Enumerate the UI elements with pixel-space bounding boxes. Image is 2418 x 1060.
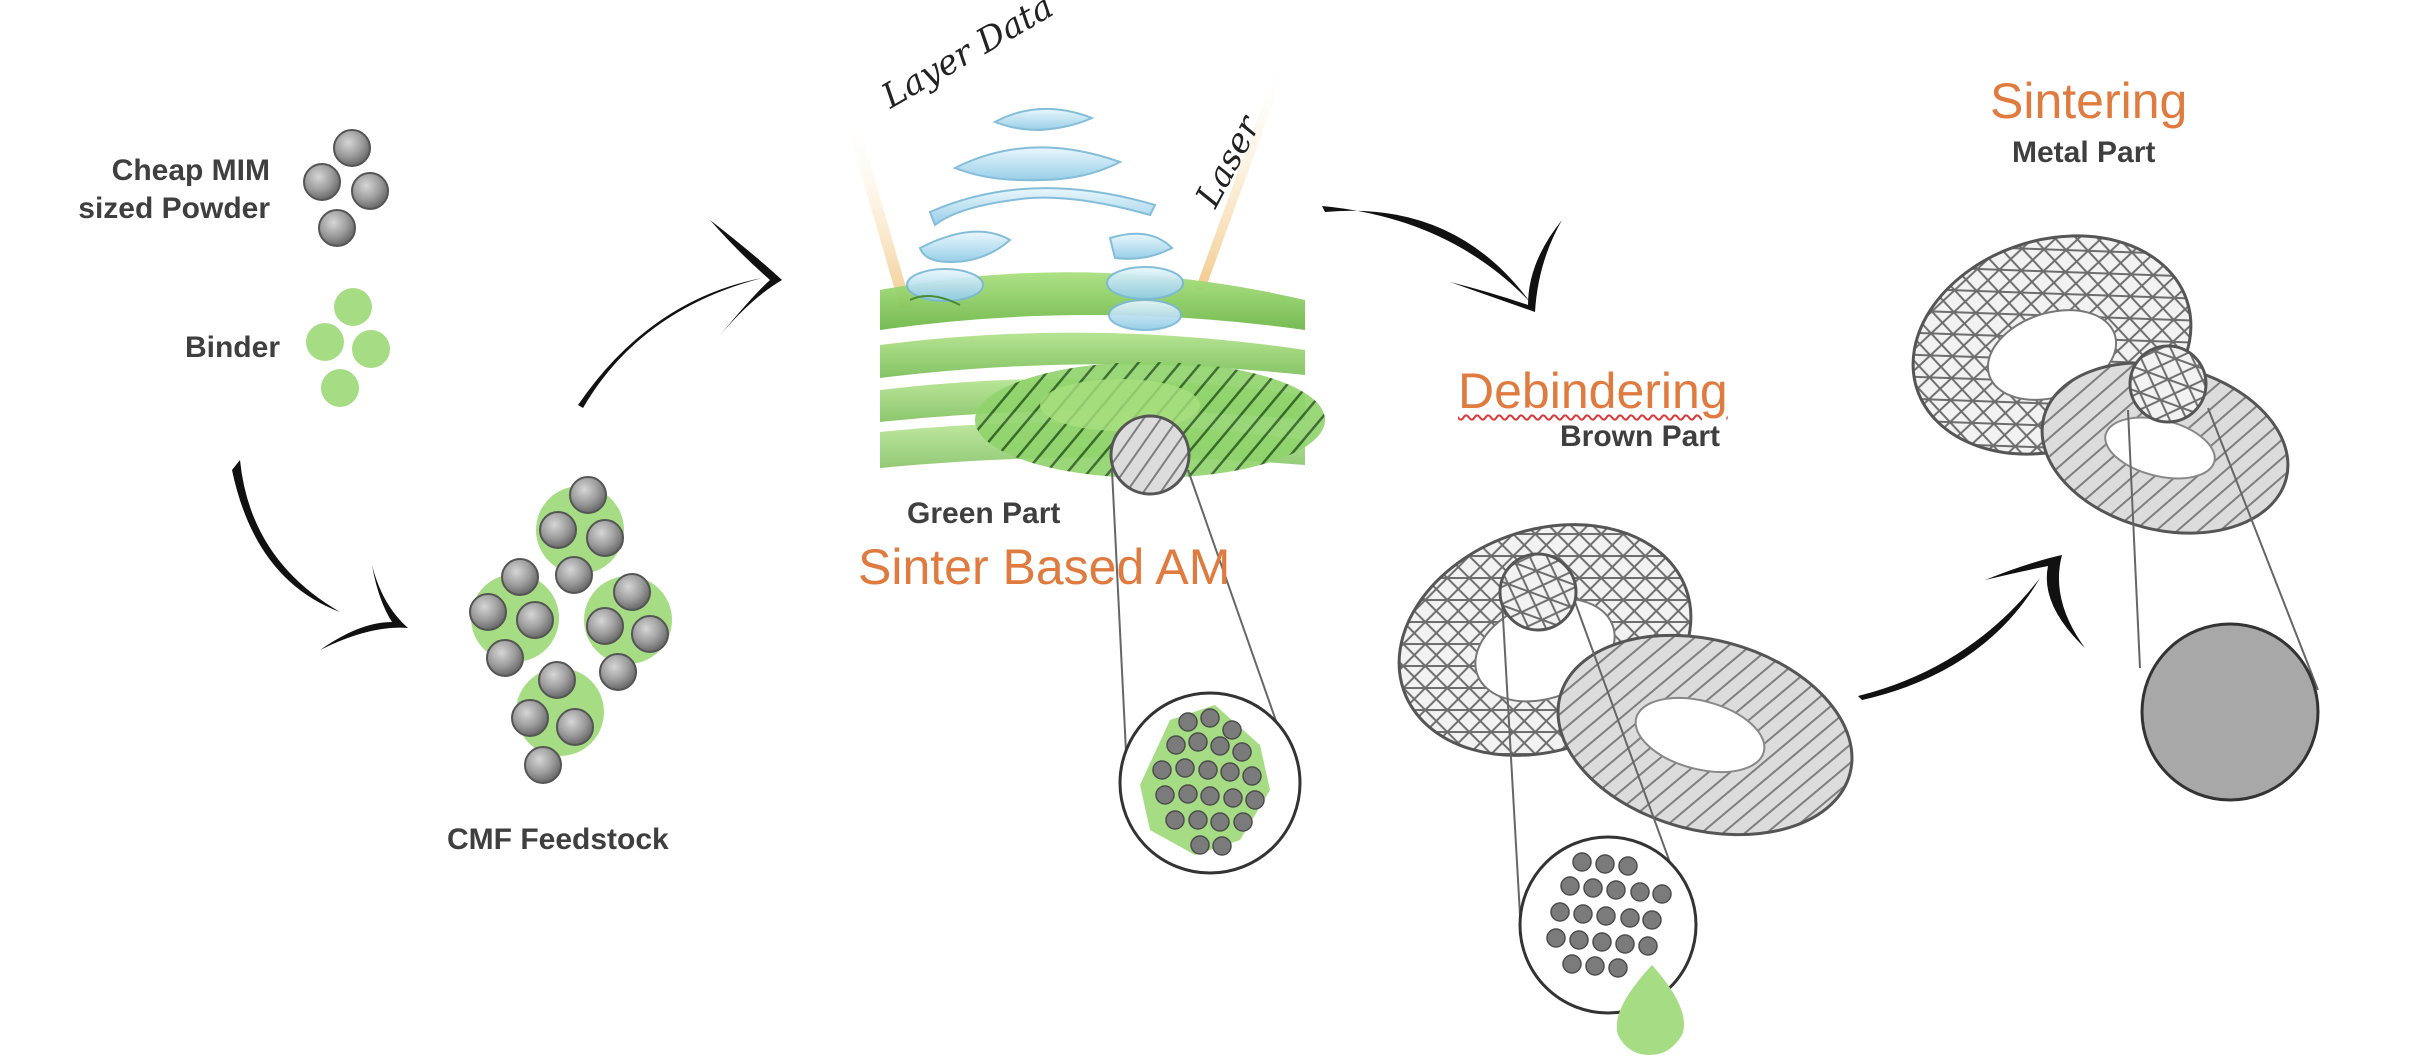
brown-part-label: Brown Part bbox=[1560, 420, 1721, 453]
binder-droplet-icon bbox=[1616, 965, 1684, 1055]
binder-particles-icon bbox=[306, 288, 390, 407]
green-part-label: Green Part bbox=[907, 497, 1061, 530]
debindering-title: Debindering bbox=[1458, 362, 1728, 420]
metal-part-label: Metal Part bbox=[2012, 136, 2156, 169]
magnifier-detail-icon bbox=[2127, 344, 2320, 802]
torus-part-icon bbox=[1397, 523, 1854, 837]
powder-particles-icon bbox=[303, 129, 389, 247]
magnifier-detail-icon bbox=[1109, 414, 1302, 875]
laser-beam-icon bbox=[848, 70, 1285, 308]
feedstock-granules-icon bbox=[469, 476, 672, 784]
layer-stack-icon bbox=[880, 107, 1325, 478]
sintering-title: Sintering bbox=[1990, 73, 2188, 129]
torus-part-icon bbox=[1911, 234, 2290, 535]
debindering-text: Debindering bbox=[1458, 363, 1728, 419]
powder-label-line2: sized Powder bbox=[78, 192, 270, 225]
powder-label-line1: Cheap MIM bbox=[111, 154, 270, 187]
feedstock-label: CMF Feedstock bbox=[447, 823, 669, 856]
powder-label: Cheap MIM sized Powder bbox=[70, 152, 270, 228]
arrow-icon bbox=[232, 206, 2085, 700]
sinter-am-title: Sinter Based AM bbox=[858, 539, 1231, 595]
binder-label: Binder bbox=[184, 331, 280, 364]
